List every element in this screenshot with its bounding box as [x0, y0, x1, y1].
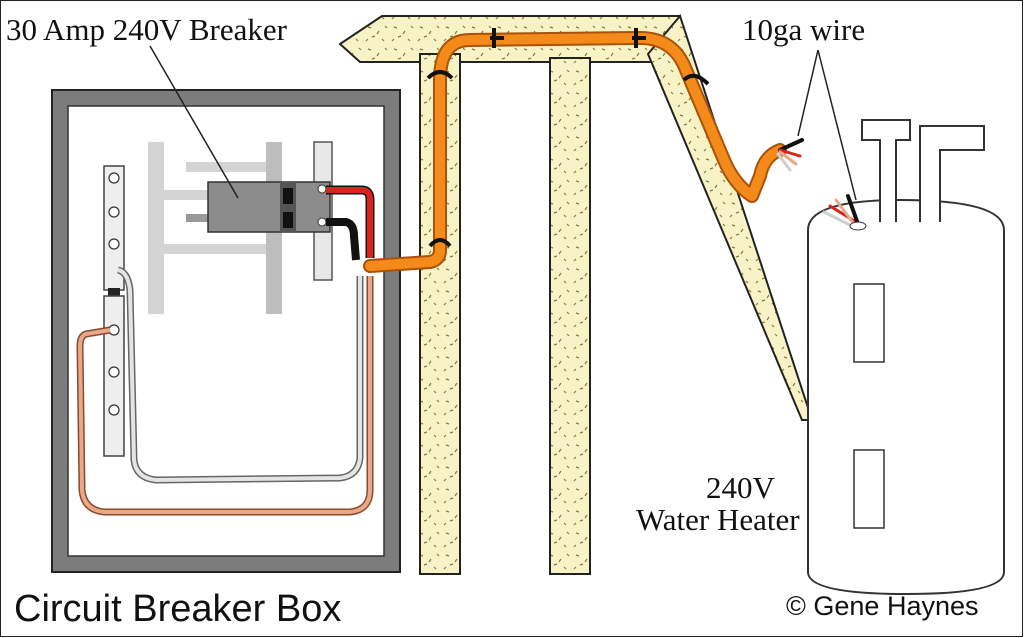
heater-voltage-label: 240V [706, 470, 775, 505]
wire-gauge-label: 10ga wire [742, 12, 866, 47]
breaker-box-label: Circuit Breaker Box [14, 588, 342, 630]
leader-wire-1 [797, 49, 819, 137]
heater-pipe-left [861, 119, 911, 222]
water-heater [807, 119, 1005, 596]
water-heater-label: Water Heater [636, 502, 800, 537]
copyright-credit: © Gene Haynes [786, 591, 979, 621]
upper-element-panel [853, 283, 885, 363]
leader-wire-2 [817, 49, 857, 201]
wall-stud-center [549, 57, 591, 575]
hot-wire-black [326, 218, 360, 261]
heater-tank [807, 198, 1005, 596]
heater-pipe-right [919, 125, 985, 222]
leader-lines [149, 45, 857, 201]
bus-tab-2 [164, 190, 214, 200]
double-pole-breaker [207, 181, 331, 233]
cable-staples [426, 28, 710, 248]
bar-joiner [108, 288, 120, 296]
cable-wire-ends [776, 138, 804, 172]
breaker-label: 30 Amp 240V Breaker [6, 12, 287, 47]
circuit-breaker-box [51, 89, 401, 573]
diagonal-brace [646, 13, 814, 421]
bus-tab-3 [164, 244, 266, 254]
neutral-wire [117, 268, 362, 483]
bus-tab-1 [186, 162, 266, 172]
lower-element-panel [853, 449, 885, 529]
bus-bar-left [148, 142, 164, 314]
leader-breaker [149, 45, 239, 199]
bus-tab-4 [186, 214, 216, 222]
orange-cable [365, 33, 785, 271]
